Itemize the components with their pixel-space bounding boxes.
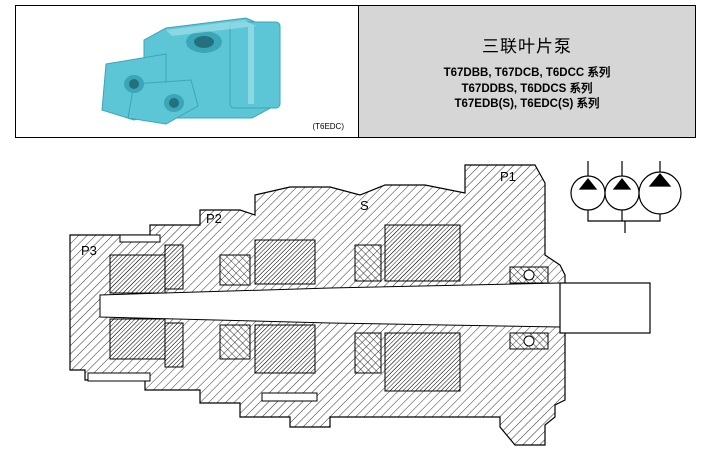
cartridge-p3	[109, 244, 184, 368]
title-cell: 三联叶片泵 T67DBB, T67DCB, T6DCC 系列 T67DDBS, …	[359, 6, 695, 137]
hydraulic-symbol	[570, 161, 682, 233]
port-label-p2: P2	[206, 211, 222, 226]
port-label-p1: P1	[500, 169, 516, 184]
product-title: 三联叶片泵	[482, 37, 572, 57]
header-table: (T6EDC) 三联叶片泵 T67DBB, T67DCB, T6DCC 系列 T…	[15, 5, 696, 138]
bolts	[87, 234, 318, 402]
cartridge-p2	[219, 239, 316, 374]
photo-caption: (T6EDC)	[312, 122, 344, 131]
cartridge-p1	[354, 224, 461, 392]
series-list: T67DBB, T67DCB, T6DCC 系列 T67DDBS, T6DDCS…	[359, 66, 695, 113]
port-label-p3: P3	[81, 243, 97, 258]
series-line: T67DBB, T67DCB, T6DCC 系列	[443, 67, 611, 79]
series-line: T67EDB(S), T6EDC(S) 系列	[454, 98, 600, 110]
output-shaft	[559, 282, 651, 334]
pump-photo	[101, 17, 281, 125]
product-photo-cell: (T6EDC)	[16, 6, 359, 137]
port-label-s: S	[360, 198, 369, 213]
pump-cross-section: P1 P2 P3 S	[69, 161, 682, 446]
bearing	[509, 266, 549, 350]
series-line: T67DDBS, T6DDCS 系列	[461, 82, 593, 95]
